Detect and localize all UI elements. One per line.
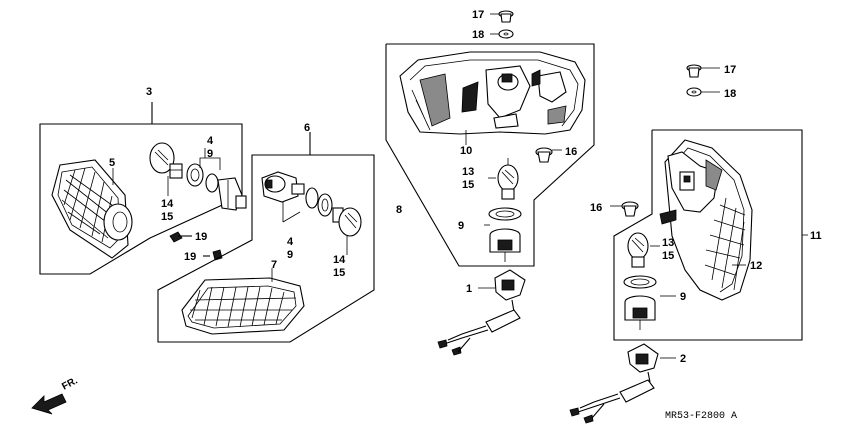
leader-4-9-left [199, 148, 221, 170]
group-8-frame [385, 43, 595, 267]
washer-18-center [490, 29, 514, 39]
callout-17-center: 17 [472, 9, 484, 21]
callout-2: 2 [680, 353, 686, 365]
callout-16-center: 16 [565, 146, 577, 158]
bulb-13-15-right [627, 232, 660, 268]
rear-signal-housing-12 [659, 139, 753, 301]
gasket-4-left [205, 173, 219, 193]
ring-9-right [623, 275, 657, 289]
callout-15-6: 15 [333, 267, 345, 279]
front-turn-signal-group-6 [157, 132, 375, 343]
front-signal-lens-7 [181, 268, 305, 335]
callout-11: 11 [810, 230, 822, 242]
front-signal-lens [51, 159, 133, 259]
socket-right [624, 295, 656, 330]
callout-15-right: 15 [662, 250, 674, 262]
callout-18-center: 18 [472, 29, 484, 41]
fastener-17-center [490, 10, 514, 23]
callout-9-center: 9 [458, 220, 464, 232]
callout-13-center: 13 [462, 166, 474, 178]
callout-6: 6 [304, 122, 310, 134]
fastener-17-right [686, 64, 720, 78]
callout-14-left: 14 [161, 198, 174, 210]
callout-4-6: 4 [287, 236, 294, 248]
washer-18-right [686, 87, 720, 97]
front-direction-arrow: FR. [31, 375, 80, 415]
bulb-13-15-center [488, 158, 519, 200]
callout-7: 7 [271, 259, 277, 271]
callout-14-6: 14 [333, 254, 346, 266]
callout-5: 5 [109, 157, 115, 169]
callout-1: 1 [466, 283, 472, 295]
callout-13-right: 13 [662, 237, 674, 249]
rear-signal-group-11 [610, 129, 808, 341]
group-11-frame [613, 129, 803, 341]
front-turn-signal-group-left [39, 102, 247, 275]
socket-ring-9-left [186, 163, 204, 187]
callout-15-center: 15 [462, 179, 474, 191]
bulb-14-15-left [149, 142, 183, 179]
callout-17-right: 17 [724, 64, 736, 76]
callout-4-left: 4 [207, 135, 214, 147]
screw-16-center [535, 147, 562, 163]
callout-8: 8 [396, 204, 402, 216]
callout-9-right: 9 [680, 291, 686, 303]
callout-3: 3 [146, 86, 152, 98]
ring-9-6 [317, 193, 333, 217]
callout-16-right: 16 [590, 202, 602, 214]
wire-harness-2 [569, 343, 676, 424]
socket-left [217, 177, 247, 211]
socket-center [489, 228, 521, 262]
group-6-frame [157, 132, 375, 343]
callout-15-left: 15 [161, 211, 173, 223]
screw-19-lower [203, 249, 223, 261]
direction-label: FR. [60, 375, 80, 392]
callout-18-right: 18 [724, 88, 736, 100]
callout-19-upper: 19 [195, 231, 207, 243]
wire-harness-1 [437, 269, 526, 356]
callout-19-lower: 19 [184, 251, 196, 263]
tail-light-housing-10 [399, 51, 586, 135]
callout-9-left: 9 [207, 148, 213, 160]
screw-19-upper [169, 231, 192, 243]
ring-9-center [488, 207, 522, 221]
callout-10: 10 [460, 145, 472, 157]
gasket-4-6 [305, 187, 319, 209]
arrow-icon [31, 393, 67, 415]
callout-9-6: 9 [287, 249, 293, 261]
bulb-14-15-6 [332, 207, 362, 237]
diagram-code: MR53-F2800 A [665, 411, 737, 422]
callout-labels: 3 4 9 5 14 15 19 19 6 4 9 14 15 7 17 18 … [109, 9, 822, 365]
group-3-frame [39, 102, 243, 275]
tail-light-group-8 [385, 43, 595, 267]
screw-16-right [610, 201, 639, 217]
callout-12: 12 [750, 260, 762, 272]
socket-6 [261, 171, 305, 203]
